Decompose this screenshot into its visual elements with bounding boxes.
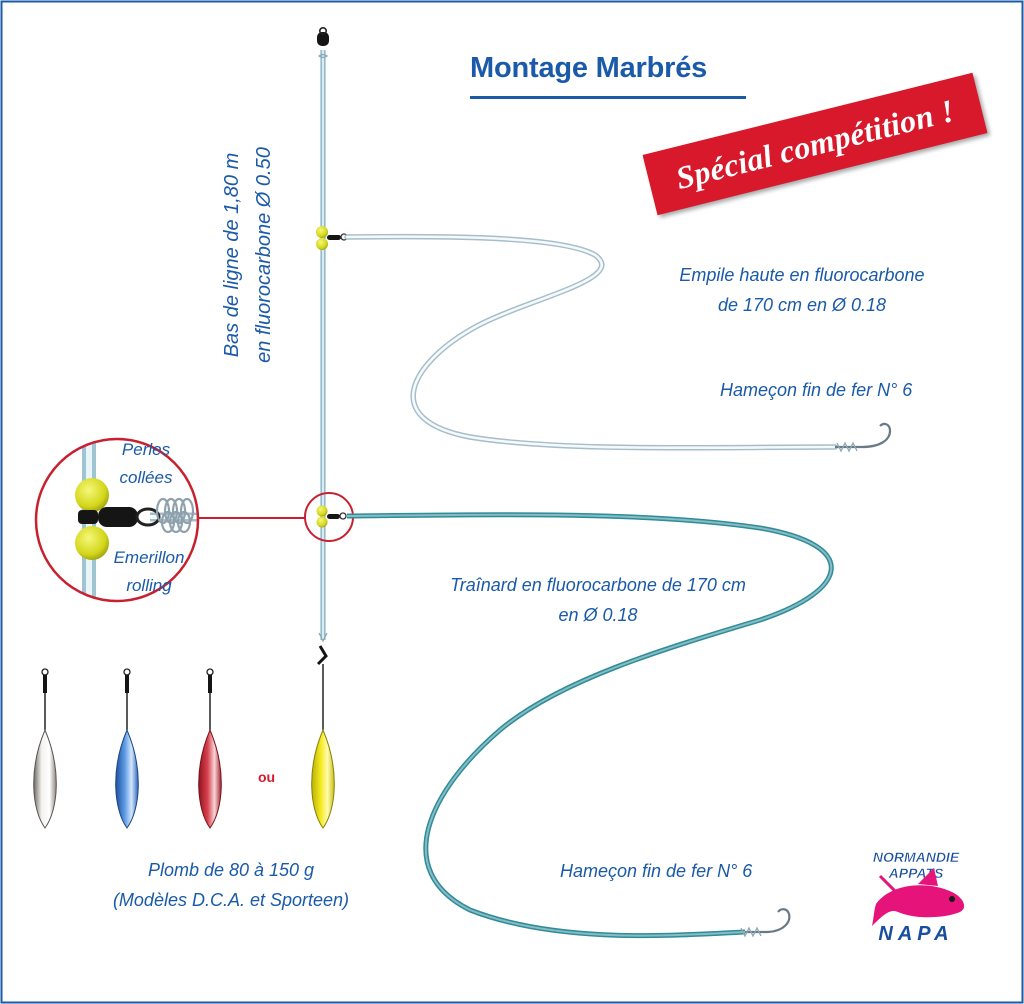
beads-label-line1: Perles bbox=[121, 440, 171, 459]
leader-label-line2: en fluorocarbone Ø 0.50 bbox=[253, 147, 275, 363]
lower-hook-label: Hameçon fin de fer N° 6 bbox=[560, 861, 753, 881]
detail-zoom bbox=[34, 437, 200, 603]
lower-hook bbox=[740, 908, 791, 938]
title-underline bbox=[470, 96, 746, 99]
leader-label: Bas de ligne de 1,80 m en fluorocarbone … bbox=[216, 147, 280, 363]
upper-dropper-label-line1: Empile haute en fluorocarbone bbox=[679, 265, 925, 285]
upper-hook bbox=[835, 422, 892, 453]
diagram-title: Montage Marbrés bbox=[470, 52, 708, 84]
upper-dropper-label: Empile haute en fluorocarbone de 170 cm … bbox=[672, 260, 932, 320]
sinker-label-line1: Plomb de 80 à 150 g bbox=[147, 860, 315, 880]
normandie-appats-logo: NORMANDIE APPATS NAPA bbox=[872, 849, 965, 945]
sinker-label-line2: (Modèles D.C.A. et Sporteen) bbox=[112, 890, 350, 910]
trailer-label: Traînard en fluorocarbone de 170 cm en Ø… bbox=[440, 570, 756, 630]
or-label: ou bbox=[258, 769, 276, 785]
fish-icon bbox=[872, 868, 965, 926]
bottom-snap bbox=[311, 632, 335, 829]
sinker-blue bbox=[115, 668, 139, 829]
upper-dropper-label-line2: de 170 cm en Ø 0.18 bbox=[717, 295, 887, 315]
top-swivel bbox=[317, 26, 329, 59]
upper-hook-label: Hameçon fin de fer N° 6 bbox=[720, 380, 913, 400]
logo-text-top: NORMANDIE bbox=[873, 849, 960, 865]
sinker-label: Plomb de 80 à 150 g (Modèles D.C.A. et S… bbox=[100, 855, 362, 915]
sinker-white bbox=[33, 668, 57, 829]
trailer-label-line1: Traînard en fluorocarbone de 170 cm bbox=[450, 575, 746, 595]
beads-label-line2: collées bbox=[119, 468, 173, 487]
sinker-red bbox=[198, 668, 222, 829]
beads-label: Perles collées bbox=[108, 436, 184, 492]
swivel-label: Emerillon rolling bbox=[104, 544, 194, 600]
swivel-label-line1: Emerillon bbox=[113, 548, 185, 567]
lower-bead-swivel bbox=[316, 505, 347, 528]
swivel-label-line2: rolling bbox=[126, 576, 172, 595]
leader-label-line1: Bas de ligne de 1,80 m bbox=[221, 152, 243, 358]
trailer-label-line2: en Ø 0.18 bbox=[558, 605, 638, 625]
logo-text-bottom: NAPA bbox=[878, 923, 953, 945]
